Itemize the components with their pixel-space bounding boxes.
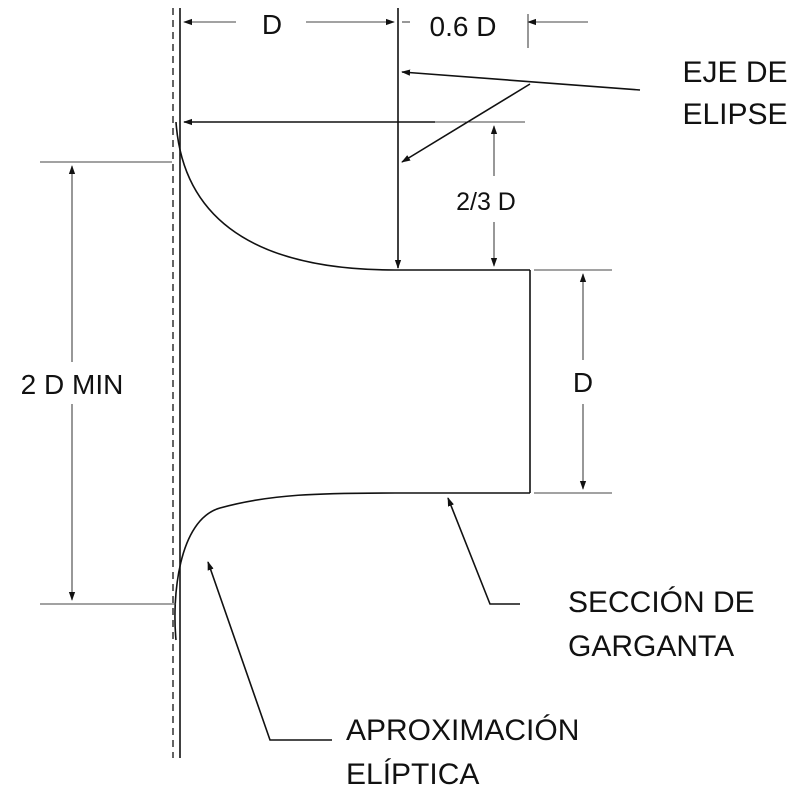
eje-leader-top — [401, 69, 641, 91]
seccion-label-line2: GARGANTA — [568, 630, 734, 663]
lower-elliptical-curve — [174, 492, 396, 641]
seccion-label-line1: SECCIÓN DE — [568, 586, 755, 619]
dim-d-top-label: D — [262, 9, 282, 40]
aprox-label-line2: ELÍPTICA — [346, 758, 479, 791]
upper-elliptical-curve — [175, 121, 396, 271]
dim-2d-min-label: 2 D MIN — [21, 369, 124, 400]
eje-label-line2: ELIPSE — [682, 98, 787, 131]
seccion-leader — [447, 497, 520, 605]
dim-d-right-label: D — [573, 367, 593, 398]
eje-leader-bottom — [401, 83, 531, 163]
dim-0-6d-label: 0.6 D — [430, 11, 497, 42]
eje-label-line1: EJE DE — [682, 56, 787, 89]
aprox-leader — [207, 561, 332, 741]
aprox-label-line1: APROXIMACIÓN — [346, 714, 579, 747]
dim-2-3d-label: 2/3 D — [456, 188, 516, 216]
